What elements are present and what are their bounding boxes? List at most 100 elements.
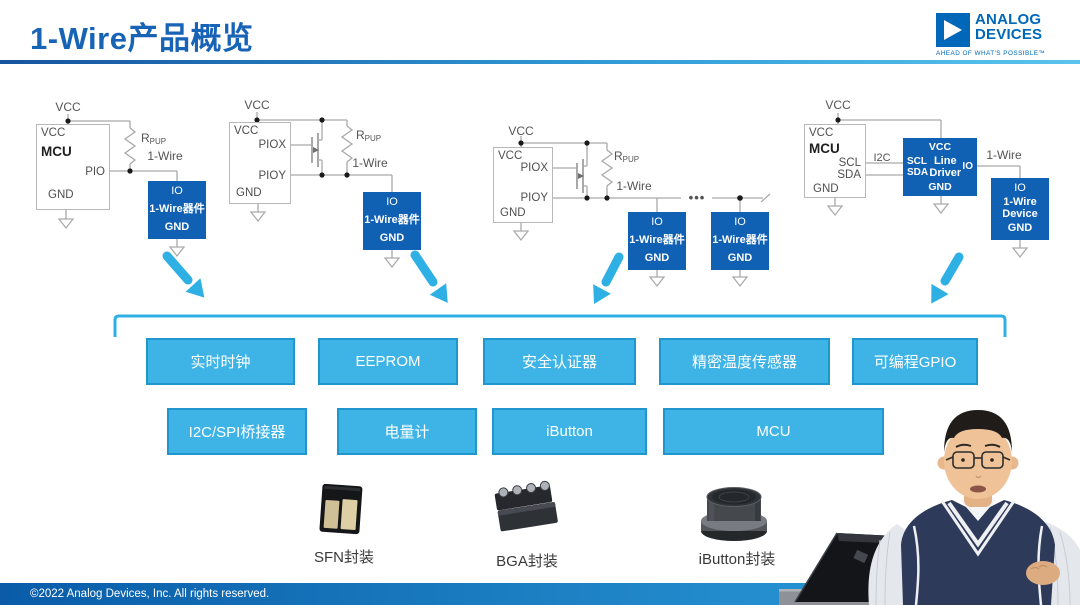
- c4-one-wire-label: 1-Wire: [986, 148, 1022, 162]
- adi-logo-text: ANALOG DEVICES: [975, 11, 1043, 43]
- c1-pin-gnd: GND: [48, 189, 74, 201]
- c2-dev-gnd: GND: [379, 232, 405, 245]
- presenter-person: [868, 410, 1080, 605]
- copyright-bar: ©2022 Analog Devices, Inc. All rights re…: [0, 583, 1080, 605]
- page-title: 1-Wire产品概览: [30, 21, 254, 56]
- c3-mcu-box: VCC PIOX PIOY GND: [493, 147, 553, 223]
- c1-rpup-label: RPUP: [141, 131, 166, 146]
- bga-package-label: BGA封装: [496, 553, 558, 570]
- c3-rpup-main: R: [614, 149, 623, 163]
- c4-dev-io: IO: [1014, 182, 1026, 194]
- glasses: [945, 451, 1011, 469]
- c2-mcu-box: VCC PIOX PIOY GND: [229, 122, 291, 204]
- c2-pin-gnd: GND: [236, 187, 262, 199]
- c3-rpup-label: RPUP: [614, 149, 639, 164]
- c1-rpup-sub: PUP: [149, 137, 167, 146]
- c3-one-wire-device-box-1: IO 1-Wire器件 GND: [628, 212, 686, 270]
- c3-rpup-sub: PUP: [622, 155, 640, 164]
- c4-vcc-label: VCC: [825, 98, 851, 112]
- c2-pin-pioy: PIOY: [258, 170, 286, 182]
- c2-rpup-main: R: [356, 128, 365, 142]
- c2-pin-vcc: VCC: [234, 125, 259, 137]
- product-tile-bridge: I2C/SPI桥接器: [167, 408, 307, 455]
- c4-pin-sda: SDA: [837, 169, 861, 181]
- adi-triangle-icon: [936, 13, 970, 47]
- c1-pin-pio: PIO: [85, 166, 105, 178]
- c2-one-wire-label: 1-Wire: [352, 156, 388, 170]
- c2-rpup-sub: PUP: [364, 134, 382, 143]
- c1-dev-gnd: GND: [164, 221, 190, 234]
- c4-mcu-box: VCC MCU SCL SDA GND: [804, 124, 866, 198]
- c3-dev2-name: 1-Wire器件: [712, 234, 768, 247]
- bracket: [113, 314, 1007, 337]
- product-tile-authenticator: 安全认证器: [483, 338, 636, 385]
- c4-pin-scl: SCL: [838, 157, 861, 169]
- c4-dev-name-line1: 1-Wire: [1003, 196, 1037, 209]
- c3-one-wire-device-box-2: IO 1-Wire器件 GND: [711, 212, 769, 270]
- c4-pin-vcc: VCC: [809, 127, 834, 139]
- c2-pin-piox: PIOX: [258, 139, 286, 151]
- product-tile-eeprom: EEPROM: [318, 338, 458, 385]
- bga-package-image: [494, 480, 558, 532]
- sfn-package-image: [319, 483, 363, 535]
- ibutton-package-label: iButton封装: [698, 551, 776, 568]
- c1-one-wire-label: 1-Wire: [147, 149, 183, 163]
- c4-dev-gnd: GND: [1007, 222, 1033, 235]
- c3-pin-piox: PIOX: [520, 162, 548, 174]
- product-tile-mcu: MCU: [663, 408, 884, 455]
- product-tile-fuel-gauge: 电量计: [337, 408, 477, 455]
- c4-one-wire-device-box: IO 1-Wire Device GND: [991, 178, 1049, 240]
- c3-dev1-io: IO: [651, 216, 663, 228]
- c2-vcc-label: VCC: [244, 98, 270, 112]
- c3-pin-vcc: VCC: [498, 150, 523, 162]
- adi-logo-line2: DEVICES: [975, 25, 1043, 43]
- c1-one-wire-device-box: IO 1-Wire器件 GND: [148, 181, 206, 239]
- driver-name-line2: Driver: [929, 167, 962, 179]
- c4-i2c-label: I2C: [873, 152, 891, 164]
- c1-vcc-label: VCC: [55, 100, 81, 114]
- c1-dev-io: IO: [171, 185, 183, 197]
- driver-sda: SDA: [907, 167, 929, 178]
- c1-rpup-main: R: [141, 131, 150, 145]
- c3-pin-gnd: GND: [500, 207, 526, 219]
- c4-line-driver-box: VCC SCL SDA Line Driver IO GND: [903, 138, 977, 196]
- c4-pin-gnd: GND: [813, 183, 839, 195]
- flow-arrows: [162, 250, 964, 305]
- adi-tagline: AHEAD OF WHAT'S POSSIBLE™: [936, 50, 1046, 57]
- product-tile-gpio: 可编程GPIO: [852, 338, 978, 385]
- sfn-package-label: SFN封装: [313, 549, 374, 566]
- c3-dev2-io: IO: [734, 216, 746, 228]
- product-tile-ibutton: iButton: [492, 408, 647, 455]
- c4-mcu-name: MCU: [809, 141, 840, 156]
- c3-pin-pioy: PIOY: [520, 192, 548, 204]
- c1-mcu-name: MCU: [41, 144, 72, 159]
- driver-gnd: GND: [928, 181, 952, 193]
- c3-vcc-label: VCC: [508, 124, 534, 138]
- c1-mcu-box: VCC MCU PIO GND: [36, 124, 110, 210]
- product-tile-temp-sensor: 精密温度传感器: [659, 338, 830, 385]
- header-divider: [0, 60, 1080, 64]
- analog-devices-logo: ANALOG DEVICES AHEAD OF WHAT'S POSSIBLE™: [936, 11, 1054, 57]
- c4-dev-name-line2: Device: [1002, 208, 1038, 220]
- c3-bus-continuation-dots: •••: [688, 190, 706, 205]
- driver-vcc: VCC: [928, 141, 952, 153]
- c3-dev1-gnd: GND: [644, 252, 670, 265]
- driver-io: IO: [962, 161, 973, 173]
- driver-name-line1: Line: [933, 154, 957, 167]
- c3-dev2-gnd: GND: [727, 252, 753, 265]
- c2-dev-name: 1-Wire器件: [364, 214, 420, 227]
- c3-one-wire-label: 1-Wire: [616, 179, 652, 193]
- adi-logo-line1: ANALOG: [975, 11, 1042, 28]
- c2-one-wire-device-box: IO 1-Wire器件 GND: [363, 192, 421, 250]
- c1-pin-vcc: VCC: [41, 127, 66, 139]
- driver-scl: SCL: [907, 155, 927, 167]
- c3-dev1-name: 1-Wire器件: [629, 234, 685, 247]
- ibutton-package-image: [701, 487, 767, 541]
- copyright-text: ©2022 Analog Devices, Inc. All rights re…: [30, 588, 270, 600]
- c1-dev-name: 1-Wire器件: [149, 203, 205, 216]
- product-tile-rtc: 实时时钟: [146, 338, 295, 385]
- c2-dev-io: IO: [386, 196, 398, 208]
